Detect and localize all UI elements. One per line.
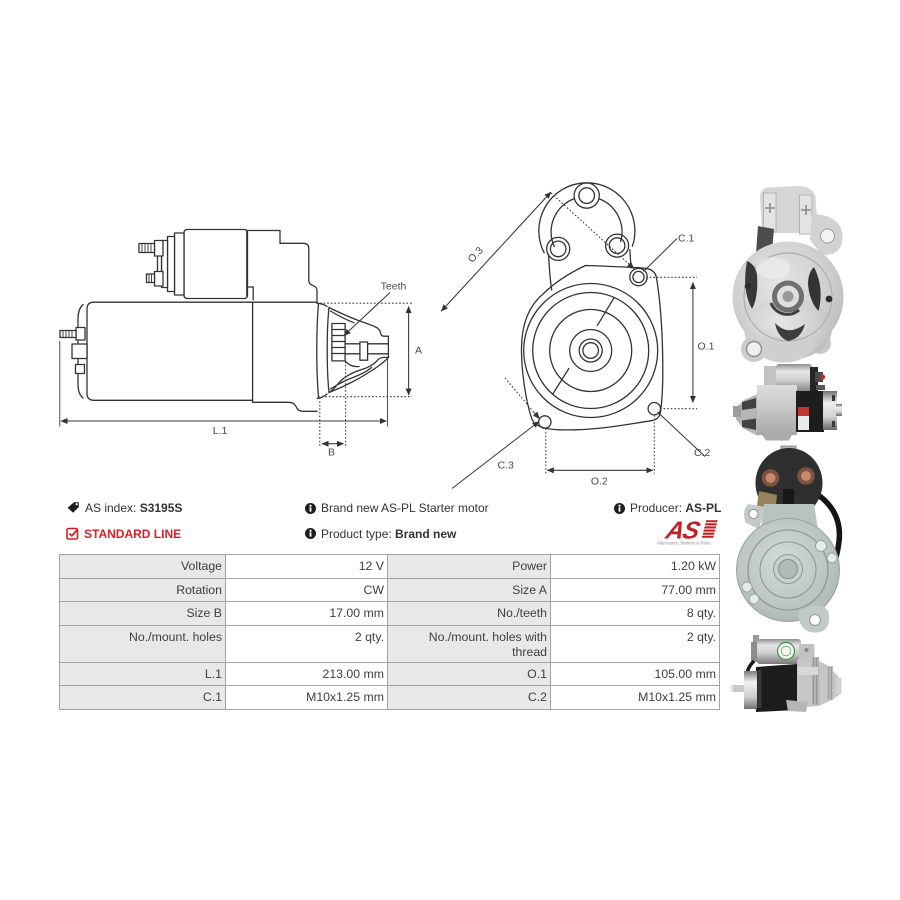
svg-text:A: A — [415, 345, 422, 357]
svg-text:O.2: O.2 — [591, 476, 608, 488]
svg-text:L.1: L.1 — [213, 425, 228, 437]
svg-text:O.3: O.3 — [466, 245, 486, 266]
svg-text:C.2: C.2 — [694, 447, 711, 459]
svg-text:O.1: O.1 — [698, 341, 715, 353]
svg-text:C.3: C.3 — [498, 460, 515, 472]
svg-text:B: B — [328, 447, 335, 459]
svg-text:Teeth: Teeth — [381, 281, 407, 293]
svg-text:Alternators, Starters & Parts: Alternators, Starters & Parts — [657, 541, 711, 546]
svg-text:C.1: C.1 — [678, 233, 695, 245]
